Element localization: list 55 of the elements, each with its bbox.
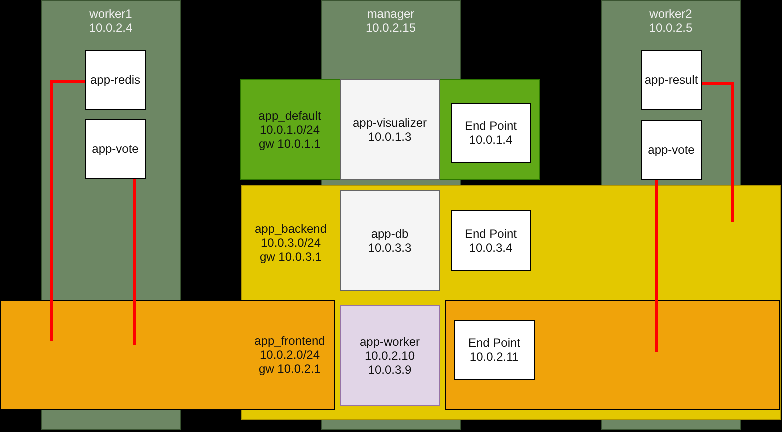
service-name: app-visualizer — [352, 116, 428, 130]
ip-address: 10.0.3.3 — [368, 240, 412, 254]
service-name: app-vote — [92, 142, 139, 156]
host-column-base — [321, 420, 461, 430]
host-column-base — [41, 410, 181, 430]
service-box — [340, 305, 440, 406]
gateway-address: gw 10.0.3.1 — [260, 250, 322, 264]
ip-address: 10.0.3.9 — [368, 362, 412, 376]
service-box — [641, 50, 702, 110]
service-name: app-worker — [360, 334, 420, 348]
endpoint-box — [454, 320, 535, 380]
host-name: worker2 — [650, 7, 692, 21]
ip-address: 10.0.3.4 — [469, 240, 513, 254]
service-name: app-result — [644, 73, 698, 87]
subnet-address: 10.0.2.0/24 — [260, 348, 320, 362]
network-name: app_backend — [254, 222, 328, 236]
subnet-address: 10.0.1.0/24 — [260, 122, 320, 136]
connection-line — [656, 180, 658, 352]
network-name: app_frontend — [254, 334, 326, 348]
host-column — [601, 0, 741, 185]
network-band — [240, 79, 540, 180]
host-column-segment — [321, 180, 461, 185]
endpoint-name: End Point — [464, 226, 518, 240]
service-box — [641, 120, 702, 180]
network-name: app_default — [258, 108, 322, 122]
service-name: app-redis — [90, 73, 141, 87]
service-box — [85, 119, 146, 179]
host-column-base — [601, 420, 741, 430]
endpoint-name: End Point — [464, 119, 518, 133]
host-column — [321, 0, 461, 79]
ip-address: 10.0.2.11 — [470, 350, 520, 364]
host-name: worker1 — [90, 7, 132, 21]
ip-address: 10.0.2.10 — [364, 348, 416, 362]
connection-line — [702, 82, 734, 222]
endpoint-name: End Point — [468, 336, 521, 350]
connection-line — [134, 179, 136, 345]
ip-address: 10.0.2.5 — [649, 21, 693, 35]
host-column — [41, 0, 181, 300]
service-box — [340, 190, 440, 291]
gateway-address: gw 10.0.2.1 — [258, 362, 322, 376]
service-box — [340, 79, 440, 180]
network-band — [0, 300, 780, 410]
host-name: manager — [367, 7, 415, 21]
endpoint-box — [451, 210, 531, 271]
service-name: app-vote — [648, 143, 695, 157]
subnet-address: 10.0.3.0/24 — [260, 236, 322, 250]
ip-address: 10.0.1.3 — [368, 130, 412, 144]
ip-address: 10.0.2.4 — [89, 21, 133, 35]
endpoint-box — [451, 103, 531, 163]
ip-address: 10.0.2.15 — [366, 21, 416, 35]
ip-address: 10.0.1.4 — [469, 133, 513, 147]
connection-line — [50, 80, 85, 341]
gateway-address: gw 10.0.1.1 — [258, 136, 322, 150]
service-box — [85, 50, 146, 110]
service-name: app-db — [371, 226, 409, 240]
